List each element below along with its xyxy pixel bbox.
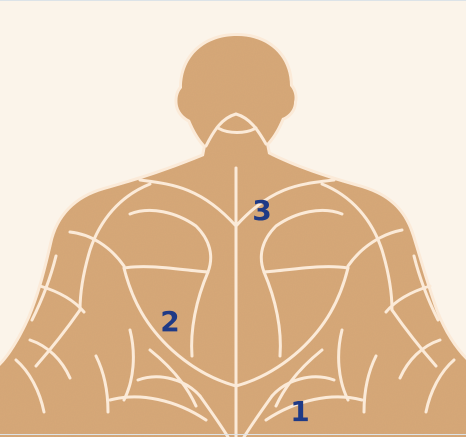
- top-frame-line: [0, 0, 466, 1]
- muscle-label-3: 3: [252, 197, 271, 225]
- muscle-label-2: 2: [160, 308, 179, 336]
- muscle-label-1: 1: [290, 398, 309, 426]
- bottom-frame-line: [0, 434, 466, 435]
